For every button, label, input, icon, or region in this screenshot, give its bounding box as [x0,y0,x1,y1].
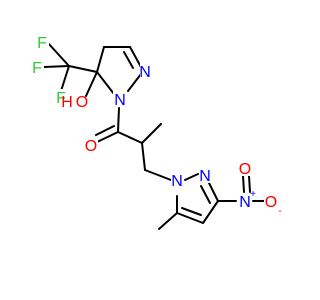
bond-nitro-o-top-a [242,175,245,193]
bond-c5-oh [85,71,98,97]
bond-c3-n2-b [123,51,134,69]
molecule-diagram: F F F O H N N O N N N + O O - [0,0,300,300]
bond-ch-methyl [141,123,162,144]
bond-c3-c4 [202,200,219,224]
bond-n2-c3-a [207,180,219,202]
atom-nitro-o-top: O [239,161,251,178]
atom-f1: F [37,35,47,52]
molecule-structure: F F F O H N N O N N N + O O - [0,0,300,300]
bond-n1-carbonyl [117,107,120,133]
bond-c4-c5-a [176,212,204,224]
bond-carbonyl-o-b [95,125,115,136]
atom-labels: F F F O H N N O N N N + O O - [32,35,282,217]
bonds [43,42,265,230]
bond-ch2-npz [144,169,172,181]
label-masks [31,34,278,209]
atom-nitro-n: N [239,194,251,211]
nitro-o-minus-charge: - [278,206,281,217]
bond-c5-methyl [158,212,178,230]
bond-ch-ch2 [141,142,146,171]
bond-cf3-f3 [60,65,70,92]
bond-carbonyl-ch [117,131,143,144]
bond-n2-n1 [127,73,142,92]
bond-cf3-c5 [68,65,98,73]
atom-pyrazole-n2: N [199,168,211,185]
atom-ketone-o: O [85,138,97,155]
bond-n1-n2 [184,173,199,181]
bond-cf3-f1 [47,42,70,67]
atom-oh-o: O [76,94,88,111]
atom-f2: F [32,60,42,77]
atom-ring-n2: N [139,64,151,81]
bond-n2-c3-b [200,185,211,204]
nitro-n-plus-charge: + [250,189,256,200]
bond-cf3-f2 [43,65,70,68]
atom-ring-n1: N [114,92,126,109]
atom-oh-h: H [61,94,73,111]
atom-f3: F [56,90,66,107]
background [0,0,300,300]
bond-c3-n2-a [129,46,142,68]
atom-nitro-o-bottom: O [265,194,277,211]
bond-nitro-o-top-b [248,175,251,193]
atom-pyrazole-n1: N [171,173,183,190]
bond-carbonyl-o-a [96,131,119,143]
bond-c5-c4 [96,46,105,73]
bond-c4-c5-b [181,207,202,216]
bond-n1-c5 [96,71,115,95]
